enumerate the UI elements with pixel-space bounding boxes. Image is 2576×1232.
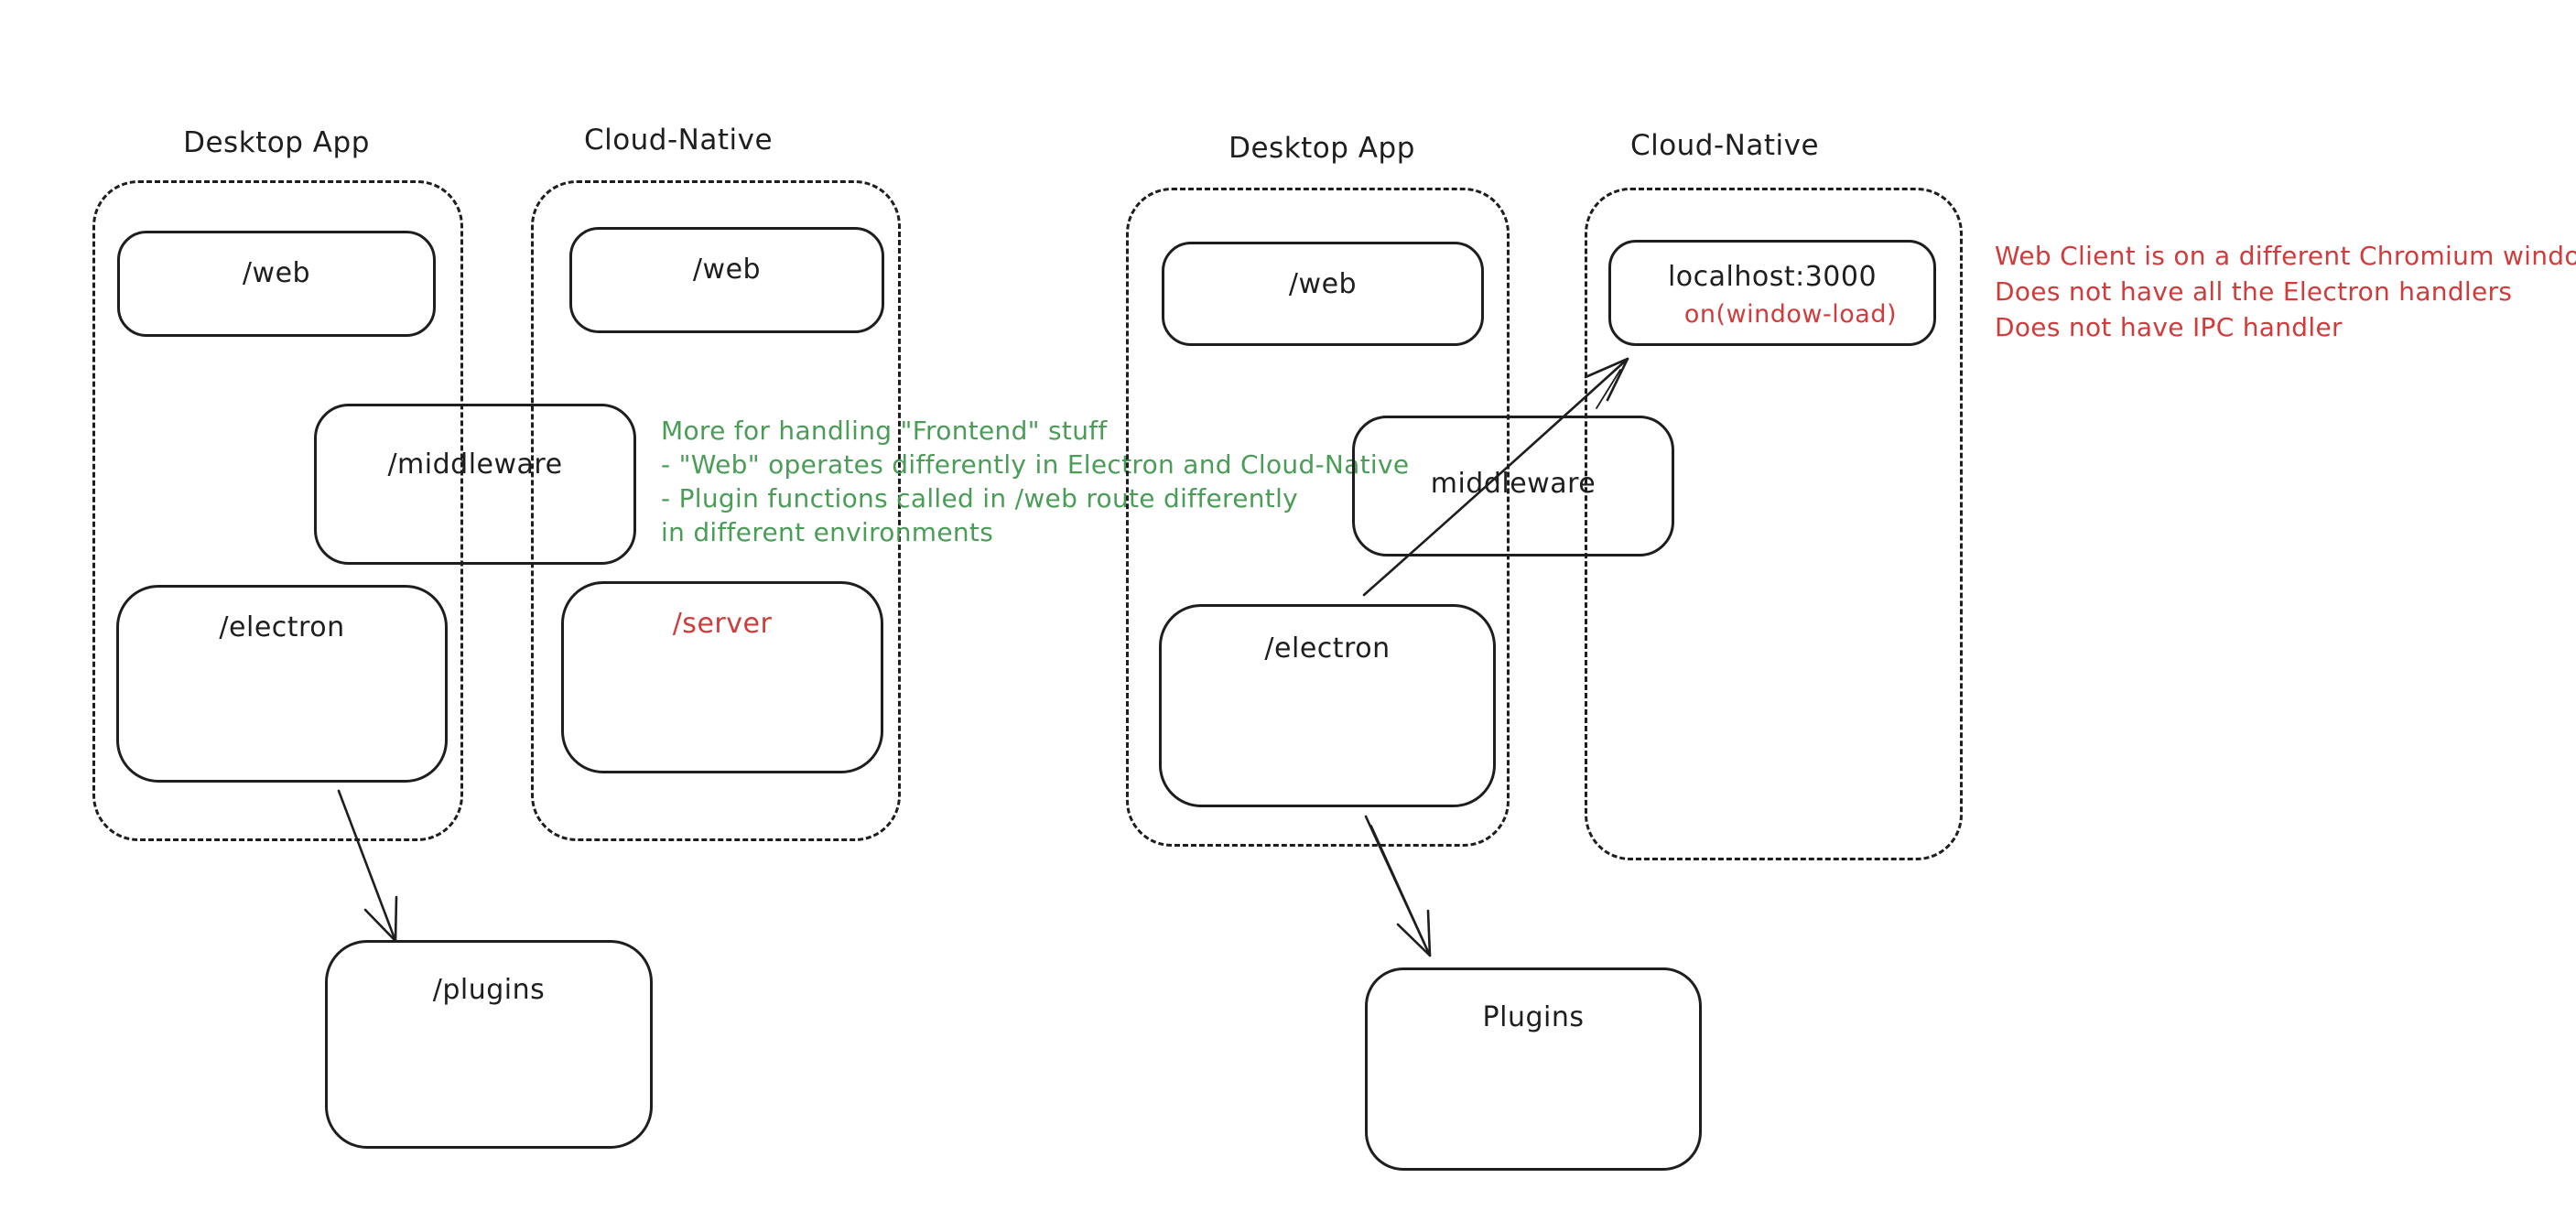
note-line: Does not have IPC handler (1995, 312, 2343, 342)
box-middleware-right[interactable]: middleware (1352, 416, 1674, 557)
box-web-desktop-left[interactable]: /web (117, 231, 436, 337)
section-label-cloud-right: Cloud-Native (1629, 129, 1820, 162)
note-line: Does not have all the Electron handlers (1995, 276, 2513, 307)
red-note: Web Client is on a different Chromium wi… (1995, 238, 2576, 345)
box-localhost-3000[interactable]: localhost:3000 on(window-load) (1608, 240, 1936, 346)
note-line: - Plugin functions called in /web route … (661, 483, 1299, 513)
box-web-cloud-left[interactable]: /web (569, 227, 884, 333)
box-label: /middleware (387, 448, 563, 481)
note-line: Web Client is on a different Chromium wi… (1995, 241, 2576, 271)
box-plugins-left[interactable]: /plugins (325, 940, 653, 1149)
section-label-cloud-left: Cloud-Native (583, 124, 774, 157)
box-label: /web (1288, 268, 1358, 300)
note-line: in different environments (661, 517, 994, 547)
group-desktop-app-left[interactable] (92, 180, 463, 841)
box-label: /server (672, 608, 773, 640)
box-plugins-right[interactable]: Plugins (1365, 967, 1702, 1171)
box-electron-right[interactable]: /electron (1159, 604, 1496, 807)
box-label: middleware (1430, 468, 1596, 500)
box-label: /plugins (432, 974, 546, 1006)
box-label: /web (242, 257, 311, 289)
box-server-left[interactable]: /server (561, 581, 883, 773)
section-label-desktop-left: Desktop App (183, 126, 370, 159)
box-web-right[interactable]: /web (1162, 242, 1484, 346)
box-label: localhost:3000 (1667, 261, 1878, 293)
note-line: - "Web" operates differently in Electron… (661, 449, 1410, 480)
box-label: /web (692, 254, 762, 286)
box-label: /electron (219, 611, 345, 643)
green-note: More for handling "Frontend" stuff - "We… (661, 414, 1409, 549)
group-cloud-native-left[interactable] (531, 180, 901, 841)
box-sublabel-window-load: on(window-load) (1683, 300, 1897, 329)
box-label: Plugins (1482, 1001, 1585, 1033)
box-middleware-left[interactable]: /middleware (314, 404, 636, 565)
box-label: /electron (1264, 632, 1391, 665)
note-line: More for handling "Frontend" stuff (661, 416, 1108, 446)
box-electron-left[interactable]: /electron (116, 585, 448, 783)
section-label-desktop-right: Desktop App (1228, 132, 1415, 165)
